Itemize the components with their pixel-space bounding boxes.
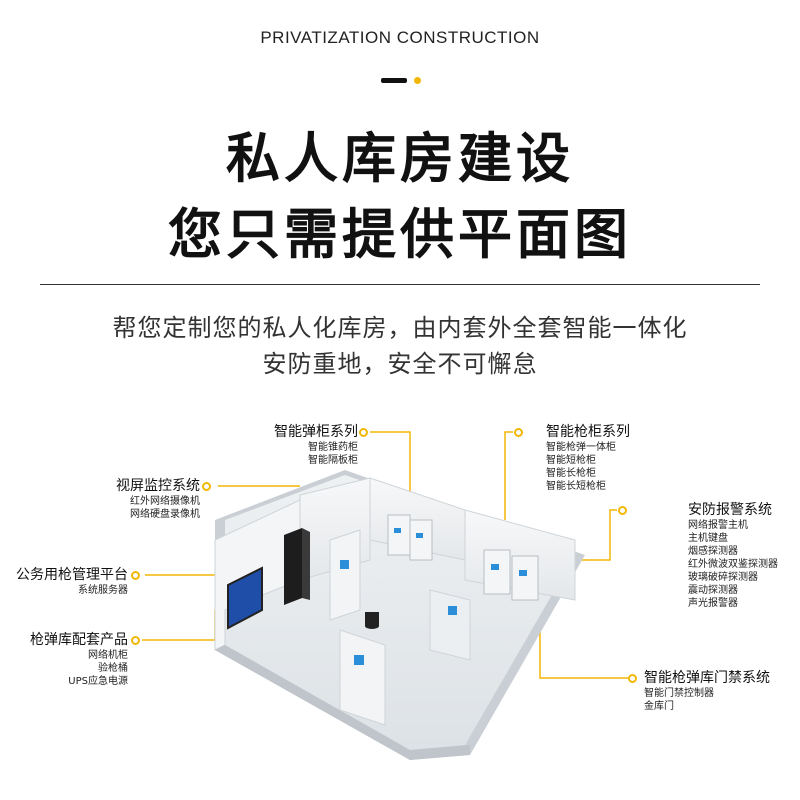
divider bbox=[40, 284, 760, 285]
callout-title: 枪弹库配套产品 bbox=[30, 632, 128, 648]
callout-video-monitor: 视屏监控系统 红外网络摄像机 网络硬盘录像机 bbox=[90, 478, 200, 521]
partition-left bbox=[329, 529, 361, 621]
callout-item: 烟感探测器 bbox=[688, 546, 738, 557]
callout-title: 安防报警系统 bbox=[688, 502, 772, 518]
callout-dot bbox=[131, 636, 140, 645]
callout-item: 智能锥药柜 bbox=[308, 442, 358, 453]
gun-cabinets-right bbox=[483, 549, 539, 601]
callout-title: 智能弹柜系列 bbox=[274, 424, 358, 440]
callout-item: 系统服务器 bbox=[78, 585, 128, 596]
access-panel bbox=[340, 560, 349, 569]
headline-line-2: 您只需提供平面图 bbox=[168, 203, 632, 266]
callout-dot bbox=[514, 428, 523, 437]
gun-cabinets-back bbox=[387, 514, 433, 561]
callout-title: 公务用枪管理平台 bbox=[16, 567, 128, 583]
callout-gun-cabinet: 智能枪柜系列 智能枪弹一体柜 智能短枪柜 智能长枪柜 智能长短枪柜 bbox=[546, 424, 666, 493]
callout-item: 智能门禁控制器 bbox=[644, 688, 714, 699]
callout-access-control: 智能枪弹库门禁系统 智能门禁控制器 金库门 bbox=[644, 670, 796, 713]
callout-item: 声光报警器 bbox=[688, 598, 738, 609]
callout-alarm: 安防报警系统 网络报警主机 主机键盘 烟感探测器 红外微波双鉴探测器 玻璃破碎探… bbox=[688, 502, 798, 610]
callout-item: 震动探测器 bbox=[688, 585, 738, 596]
eyebrow-title: PRIVATIZATION CONSTRUCTION bbox=[260, 28, 540, 47]
callout-dot bbox=[202, 482, 211, 491]
callout-dot bbox=[359, 428, 368, 437]
callout-item: 玻璃破碎探测器 bbox=[688, 572, 758, 583]
callout-title: 视屏监控系统 bbox=[116, 478, 200, 494]
callout-item: 智能长短枪柜 bbox=[546, 481, 606, 492]
callout-item: 红外微波双鉴探测器 bbox=[688, 559, 778, 570]
callout-item: 金库门 bbox=[644, 701, 674, 712]
callout-item: 红外网络摄像机 bbox=[130, 496, 200, 507]
decor-bar bbox=[381, 78, 407, 83]
access-panel bbox=[448, 606, 457, 615]
server-rack bbox=[284, 528, 302, 605]
callout-item: 智能长枪柜 bbox=[546, 468, 596, 479]
callout-title: 智能枪弹库门禁系统 bbox=[644, 670, 770, 686]
callout-item: 网络报警主机 bbox=[688, 520, 748, 531]
callout-item: UPS应急电源 bbox=[68, 676, 128, 687]
subtitle-line-1: 帮您定制您的私人化库房，由内套外全套智能一体化 bbox=[112, 314, 688, 342]
callout-item: 智能枪弹一体柜 bbox=[546, 442, 616, 453]
gun-check-barrel-body bbox=[365, 612, 379, 626]
callout-dot bbox=[131, 571, 140, 580]
access-panel bbox=[354, 655, 364, 665]
subtitle-line-2: 安防重地，安全不可懈怠 bbox=[262, 350, 538, 378]
monitor-screen bbox=[227, 566, 263, 630]
callout-item: 验枪桶 bbox=[98, 663, 128, 674]
wall-front-edge bbox=[215, 645, 470, 760]
callout-item: 网络机柜 bbox=[88, 650, 128, 661]
callout-dot bbox=[628, 674, 637, 683]
callout-item: 网络硬盘录像机 bbox=[130, 509, 200, 520]
callout-ammo-cabinet: 智能弹柜系列 智能锥药柜 智能隔板柜 bbox=[230, 424, 358, 467]
server-rack-side bbox=[302, 528, 310, 600]
headline-line-1: 私人库房建设 bbox=[226, 127, 574, 190]
decor-dot bbox=[414, 77, 421, 84]
callout-armory-products: 枪弹库配套产品 网络机柜 验枪桶 UPS应急电源 bbox=[14, 632, 128, 688]
partition-mid bbox=[429, 589, 471, 661]
callout-title: 智能枪柜系列 bbox=[546, 424, 630, 440]
callout-item: 智能隔板柜 bbox=[308, 455, 358, 466]
callout-item: 主机键盘 bbox=[688, 533, 728, 544]
callout-item: 智能短枪柜 bbox=[546, 455, 596, 466]
partition-front bbox=[339, 629, 386, 726]
callout-public-gun-mgmt: 公务用枪管理平台 系统服务器 bbox=[4, 567, 128, 597]
callout-dot bbox=[618, 506, 627, 515]
